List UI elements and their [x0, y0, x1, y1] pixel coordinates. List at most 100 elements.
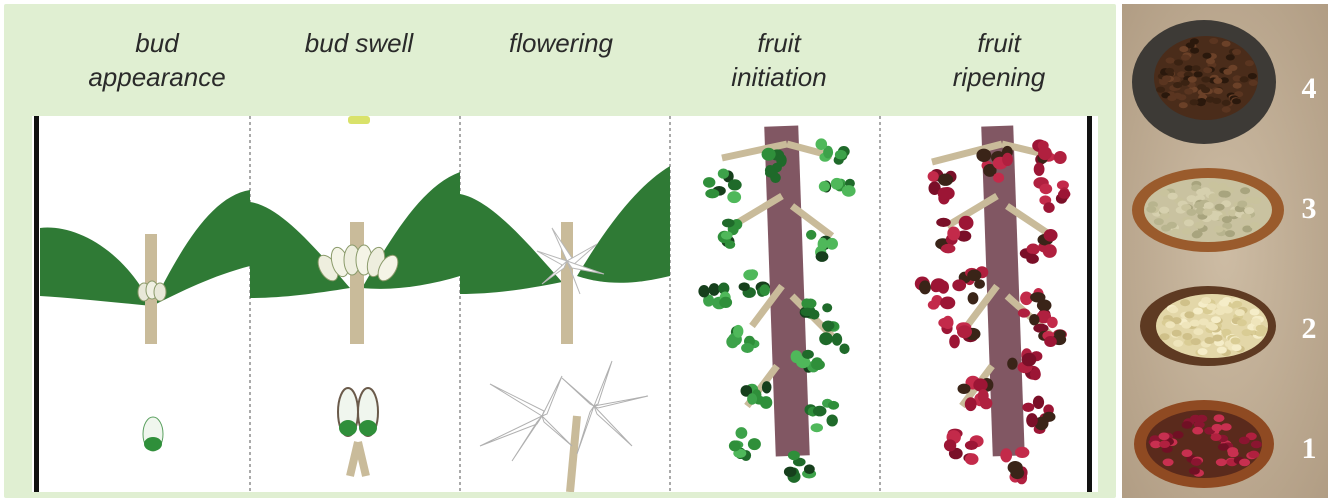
- fruit: [831, 178, 843, 190]
- fruit: [739, 282, 750, 291]
- bean: [1201, 76, 1210, 82]
- bean: [1214, 88, 1223, 94]
- bud-detail: [338, 388, 378, 476]
- stage-label-fruit-initiation: fruit initiation: [674, 26, 884, 94]
- fruit: [947, 227, 960, 241]
- bean: [1218, 443, 1229, 451]
- fruit: [822, 303, 832, 312]
- bean: [1249, 80, 1258, 86]
- bean: [1201, 297, 1211, 304]
- fruit: [784, 467, 797, 477]
- bean: [1160, 333, 1170, 340]
- fruit: [839, 344, 849, 355]
- bean: [1159, 207, 1169, 214]
- bean: [1222, 100, 1231, 106]
- fruit: [968, 292, 979, 304]
- bean: [1156, 87, 1165, 93]
- bean: [1154, 218, 1164, 225]
- bean: [1203, 209, 1213, 216]
- fruit: [813, 406, 827, 417]
- stage-label-fruit-ripening: fruit ripening: [894, 26, 1104, 94]
- stem: [561, 222, 573, 344]
- bean: [1192, 427, 1203, 435]
- bean: [1190, 48, 1199, 54]
- fruit: [842, 185, 856, 197]
- fruit: [1026, 413, 1038, 427]
- bean: [1240, 76, 1249, 82]
- bean: [1198, 348, 1208, 355]
- fruit: [940, 297, 955, 310]
- fruit: [747, 393, 757, 404]
- fruit: [705, 189, 719, 199]
- bean: [1184, 219, 1194, 226]
- bean: [1237, 319, 1247, 326]
- bean: [1214, 414, 1225, 422]
- stage-label-bud-appearance: bud appearance: [52, 26, 262, 94]
- stage-bud-appearance-illustration: [40, 190, 250, 451]
- fruit: [973, 378, 987, 391]
- bean: [1186, 209, 1196, 216]
- bean: [1223, 69, 1232, 75]
- bean: [1193, 308, 1203, 315]
- bean: [1165, 321, 1175, 328]
- fruit: [1007, 358, 1017, 370]
- bean: [1232, 344, 1242, 351]
- bean: [1232, 301, 1242, 308]
- fruit: [957, 325, 972, 338]
- bean: [1199, 318, 1209, 325]
- bean: [1250, 222, 1260, 229]
- stage-illustrations-svg: [32, 116, 1098, 492]
- fruit: [965, 453, 979, 465]
- bean: [1237, 201, 1247, 208]
- bean: [1213, 335, 1223, 342]
- leaf-right: [577, 166, 670, 283]
- bean: [1167, 95, 1176, 101]
- fruit: [1044, 229, 1058, 242]
- bean: [1212, 424, 1223, 432]
- fruit: [729, 440, 741, 451]
- bean: [1191, 338, 1201, 345]
- stage-fruit-initiation-illustration: [698, 126, 855, 483]
- bean: [1162, 75, 1171, 81]
- bean: [1146, 206, 1156, 213]
- bean: [1182, 228, 1192, 235]
- fruit: [811, 423, 823, 432]
- fruit: [728, 179, 742, 190]
- fruit: [1058, 190, 1070, 199]
- bean: [1190, 320, 1200, 327]
- bean: [1166, 57, 1175, 63]
- stage-illustrations: [32, 116, 1098, 492]
- bean: [1179, 46, 1188, 52]
- bean: [1211, 316, 1221, 323]
- fruit: [812, 357, 823, 367]
- fruit: [733, 325, 743, 338]
- bowl-number-2: 2: [1294, 312, 1324, 346]
- fruit: [722, 219, 735, 228]
- fruit: [1008, 461, 1023, 474]
- fruit: [919, 280, 931, 294]
- fruit: [822, 321, 834, 331]
- bean: [1241, 213, 1251, 220]
- bean: [1230, 337, 1240, 344]
- bowl-number-4: 4: [1294, 72, 1324, 106]
- bean: [1217, 347, 1227, 354]
- fruit: [1040, 184, 1053, 195]
- bean: [1168, 306, 1178, 313]
- bean: [1208, 324, 1218, 331]
- fruit: [1043, 244, 1057, 258]
- bean: [1192, 65, 1201, 71]
- fruit: [1043, 202, 1054, 213]
- bean: [1228, 450, 1239, 458]
- bean: [1165, 68, 1174, 74]
- fruit: [1047, 317, 1058, 328]
- bean: [1181, 80, 1190, 86]
- bean: [1203, 67, 1212, 73]
- fruit: [776, 154, 786, 167]
- bowl-number-3: 3: [1294, 192, 1324, 226]
- fruit: [1002, 153, 1013, 166]
- bean: [1196, 415, 1207, 423]
- fruit: [1000, 448, 1012, 462]
- fruit: [721, 231, 733, 239]
- fruit: [936, 218, 951, 227]
- flower-detail: [480, 361, 648, 492]
